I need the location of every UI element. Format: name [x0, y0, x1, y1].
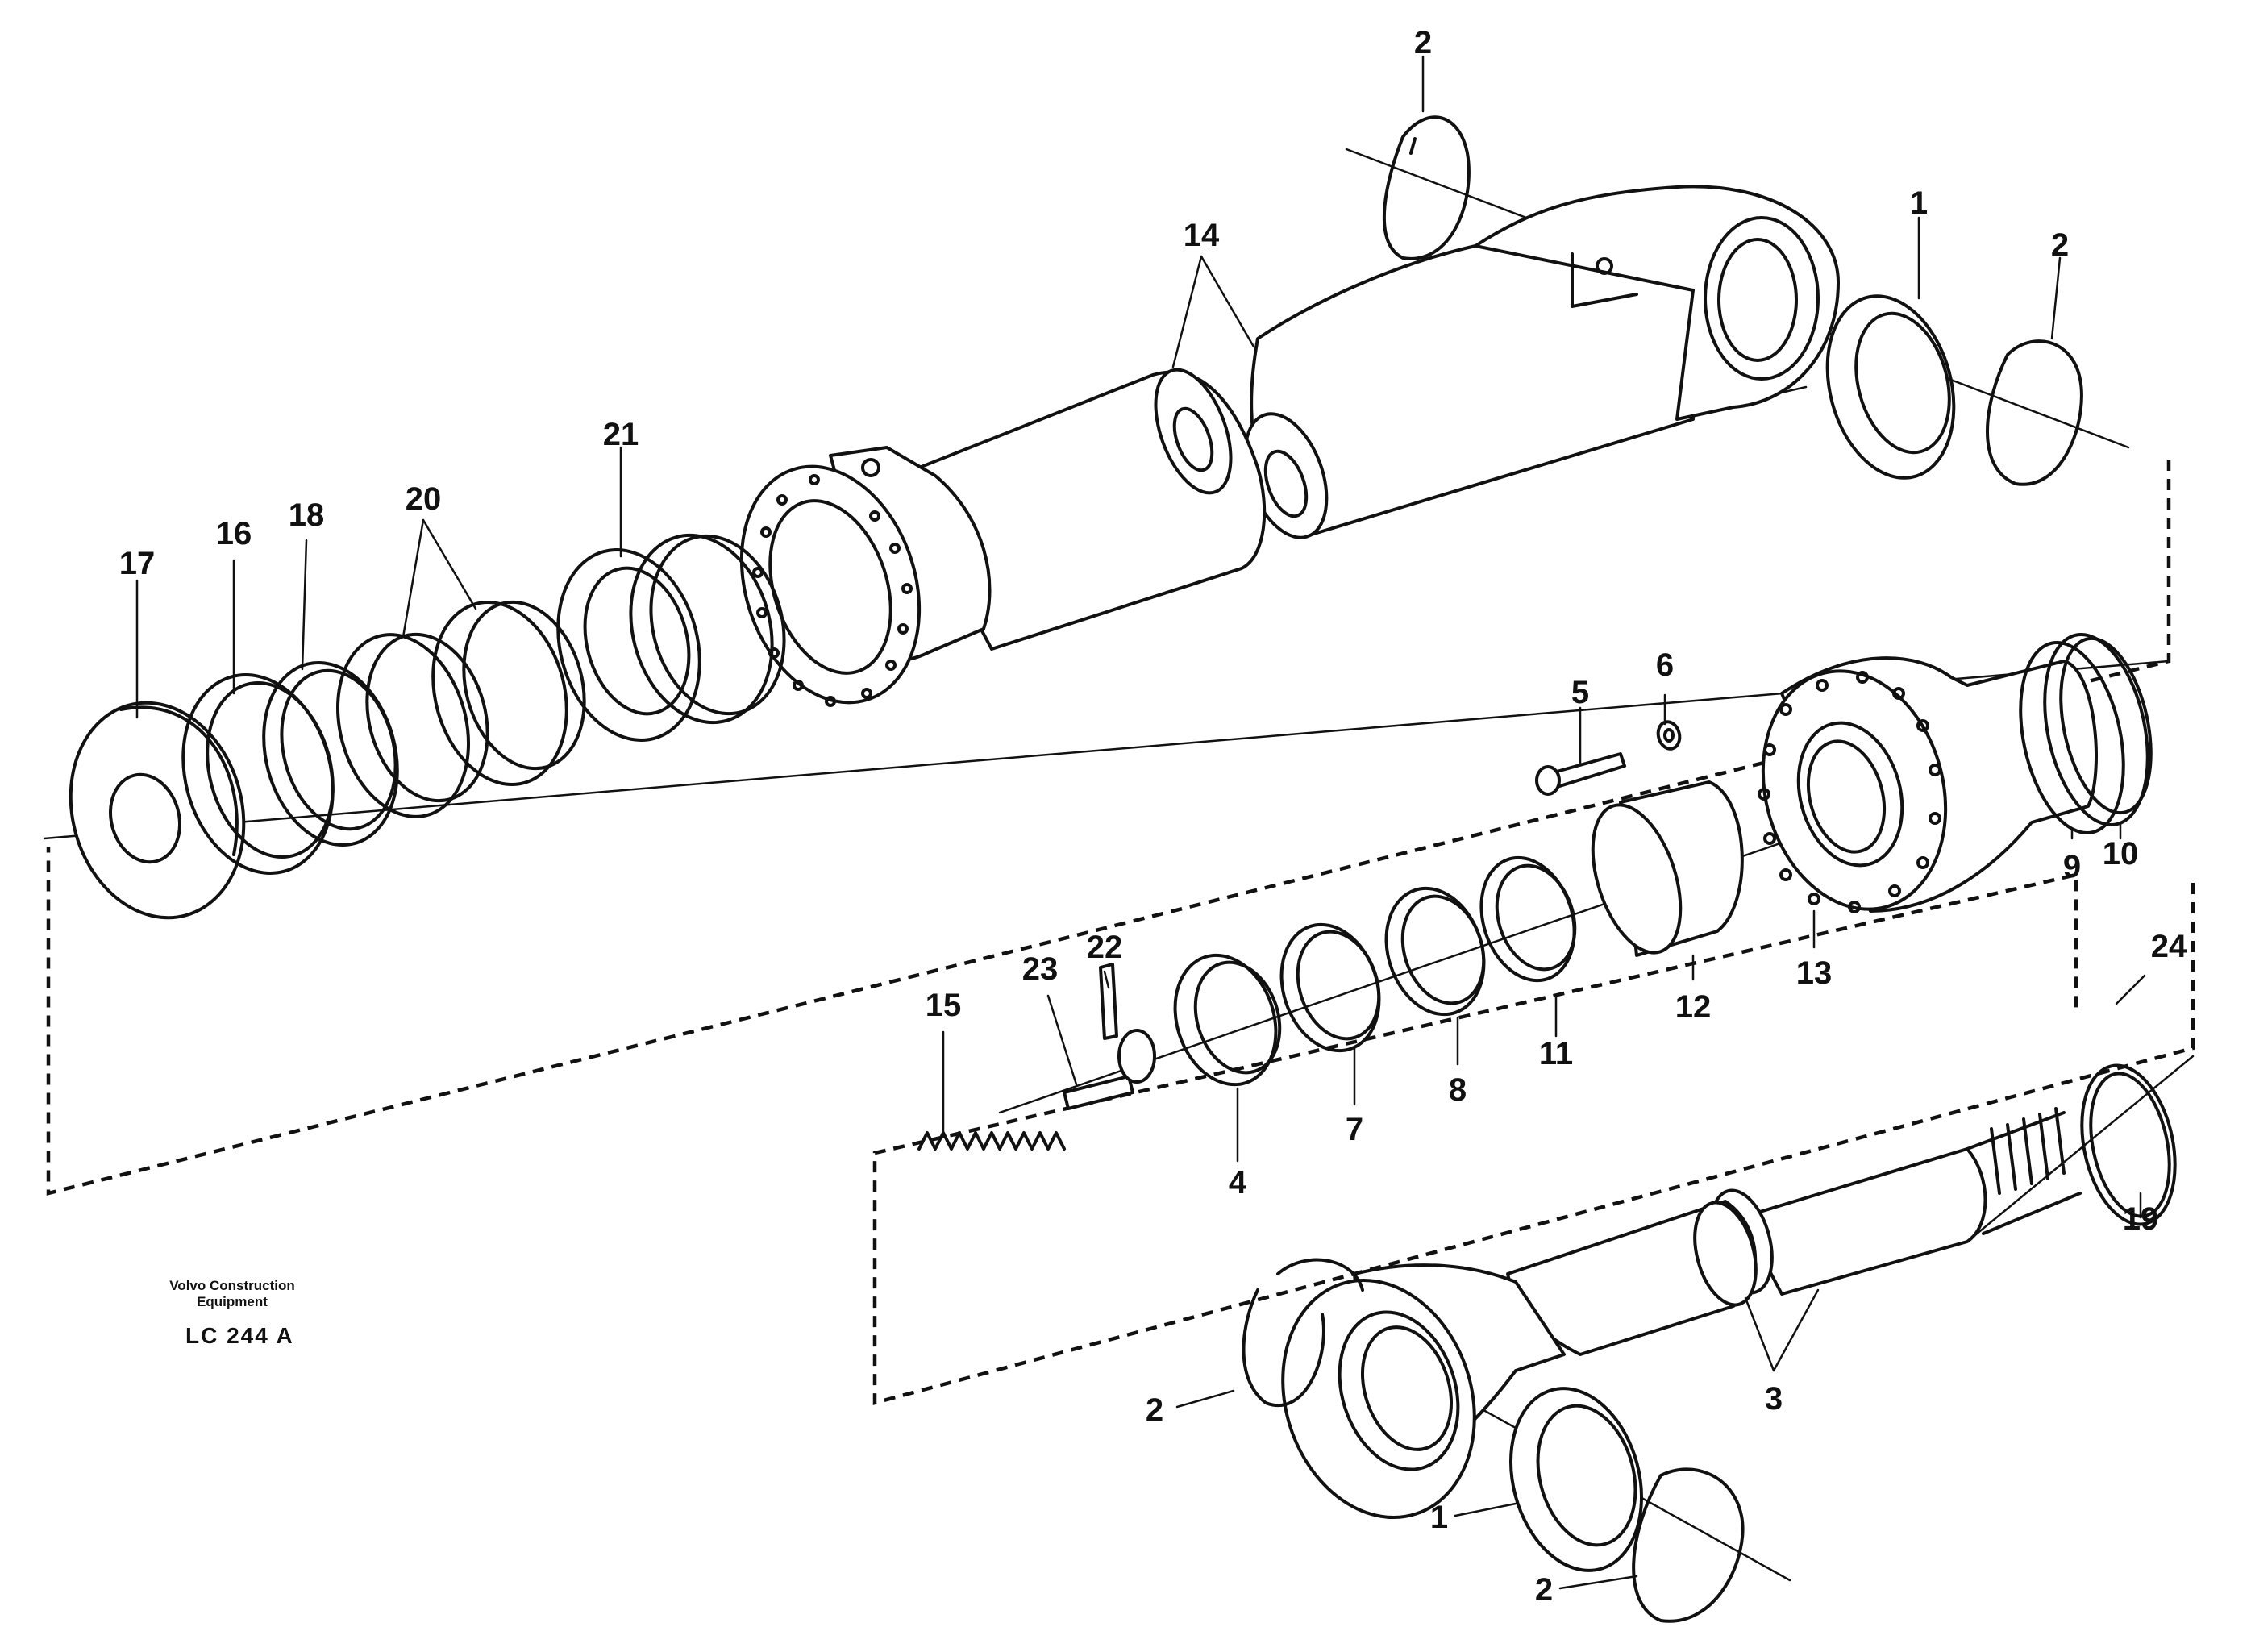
check-valve-parts [917, 963, 1156, 1151]
callout-16: 16 [216, 516, 252, 551]
piston-rod [1281, 1063, 2177, 1520]
callout-9: 9 [2063, 849, 2081, 884]
callout-4: 4 [1229, 1165, 1247, 1201]
callout-19: 19 [2123, 1201, 2159, 1237]
callout-14: 14 [1184, 218, 1220, 253]
callout-15: 15 [926, 988, 962, 1023]
guide-rings-and-bushing [1173, 780, 1744, 1087]
callout-24: 24 [2151, 929, 2187, 964]
screw-and-washer [1535, 720, 1682, 796]
callout-18: 18 [289, 497, 325, 533]
callout-21: 21 [603, 417, 639, 452]
callout-22: 22 [1087, 930, 1123, 965]
caption-company-line1: Volvo Construction [169, 1278, 295, 1293]
callout-labels: 2 1 2 14 21 20 18 16 17 5 6 9 10 13 12 1… [119, 25, 2187, 1608]
cylinder-tube [739, 185, 1840, 707]
callout-23: 23 [1022, 951, 1059, 987]
callout-3: 3 [1765, 1381, 1783, 1417]
bearings-and-circlips [1242, 115, 2083, 1623]
caption-company-line2: Equipment [197, 1294, 268, 1309]
callout-20: 20 [406, 481, 442, 517]
callout-8: 8 [1449, 1072, 1467, 1108]
leader-lines [135, 55, 2146, 1590]
callout-2-lower-left: 2 [1146, 1392, 1163, 1428]
dashed-connectors [46, 460, 2195, 1405]
callout-5: 5 [1571, 675, 1589, 710]
drawing-caption: Volvo Construction Equipment LC 244 A [169, 1278, 295, 1348]
callout-7: 7 [1346, 1112, 1363, 1147]
callout-17: 17 [119, 546, 156, 581]
callout-10: 10 [2103, 836, 2139, 872]
callout-13: 13 [1796, 955, 1833, 991]
callout-6: 6 [1656, 647, 1674, 683]
cylinder-head [1758, 632, 2153, 913]
caption-reference: LC 244 A [185, 1323, 294, 1348]
callout-1-top: 1 [1910, 185, 1928, 221]
callout-2-right: 2 [2051, 227, 2069, 263]
callout-12: 12 [1675, 989, 1712, 1025]
callout-2-bottom: 2 [1535, 1572, 1553, 1608]
callout-2-top: 2 [1414, 25, 1432, 60]
piston-assembly-left [69, 533, 786, 920]
callout-11: 11 [1539, 1036, 1573, 1072]
callout-1-bottom: 1 [1430, 1500, 1448, 1535]
